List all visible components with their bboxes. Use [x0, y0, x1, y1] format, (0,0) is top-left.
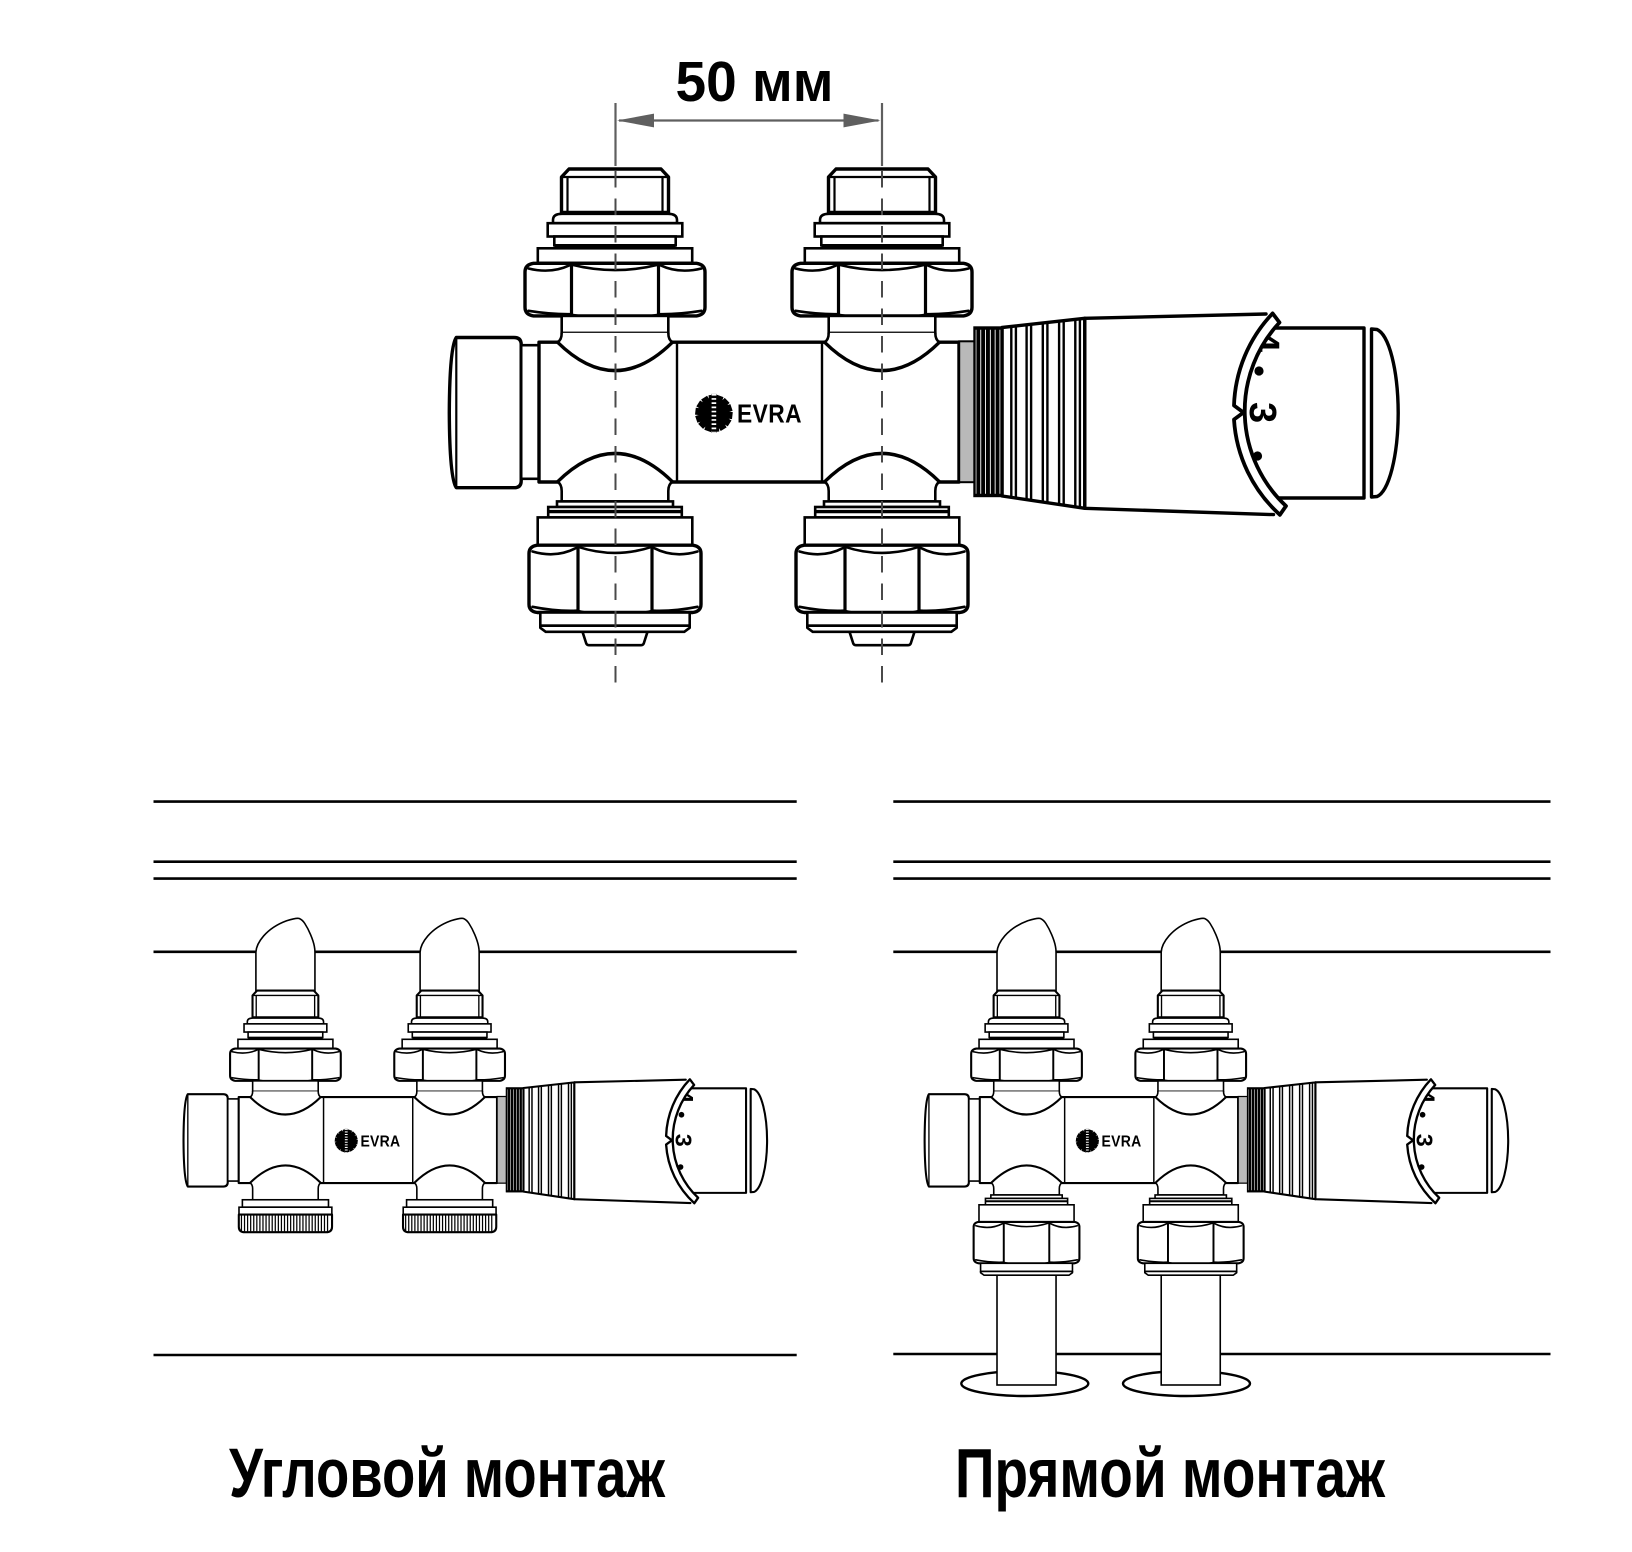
thermostatic-head: 43: [1237, 1078, 1510, 1205]
caption-straight-mount: Прямой монтаж: [955, 1434, 1386, 1512]
brand-logo-text: EVRA: [737, 400, 802, 428]
brand-logo: EVRA: [1075, 1128, 1142, 1153]
captions: Угловой монтаж Прямой монтаж: [229, 1434, 1386, 1512]
brand-logo-text: EVRA: [1102, 1133, 1142, 1150]
straight-mount-figure: EVRA 43: [893, 800, 1551, 1398]
thermostatic-head: 43: [958, 311, 1400, 517]
head-gray-ring: [496, 1095, 508, 1184]
wall-lines-right: [893, 800, 1551, 1356]
brand-logo-text: EVRA: [360, 1133, 400, 1150]
dial-mark-3: 3: [1411, 1134, 1437, 1147]
brand-logo: EVRA: [694, 393, 802, 433]
brand-logo: EVRA: [334, 1128, 400, 1153]
thermostatic-head: 43: [496, 1078, 769, 1205]
head-gray-ring: [1237, 1095, 1249, 1184]
angle-mount-figure: EVRA 43: [153, 800, 797, 1357]
caption-angle-mount: Угловой монтаж: [229, 1434, 666, 1512]
dimension-callout: 50 мм: [614, 50, 884, 688]
head-gray-ring: [958, 340, 976, 484]
dimension-label: 50 мм: [676, 50, 834, 114]
dial-mark-3: 3: [670, 1134, 696, 1147]
dial-mark-3: 3: [1241, 402, 1283, 423]
main-valve-figure: EVRA 43 50 мм: [447, 50, 1400, 688]
